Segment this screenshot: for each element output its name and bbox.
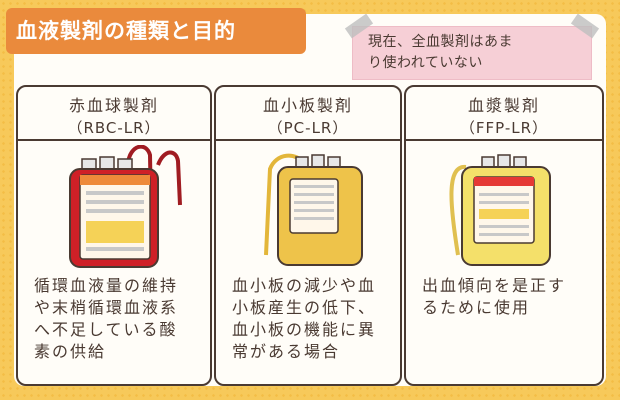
title-banner: 血液製剤の種類と目的 [6,8,306,54]
product-name: 赤血球製剤 [68,96,159,115]
platelet-bag-icon [264,153,363,266]
description-line: へ不足している酸 [34,320,178,339]
side-note: 現在、全血製剤はあま り使われていない [344,13,600,80]
description-line: 小板産生の低下、 [232,298,377,317]
card-header: 血小板製剤 （PC-LR） [216,87,400,141]
card-header: 血漿製剤 （FFP-LR） [406,87,602,141]
page-title: 血液製剤の種類と目的 [16,19,236,43]
card-rbc: 赤血球製剤 （RBC-LR） 循環血液量の維持 や末梢循環血液系 へ不足している… [16,85,212,386]
description-line: 循環血液量の維持 [34,276,179,295]
plasma-bag-icon [449,154,551,266]
card-description: 出血傾向を是正す るために使用 [422,275,594,319]
red-blood-cell-bag-icon [69,145,182,268]
card-description: 血小板の減少や血 小板産生の低下、 血小板の機能に異 常がある場合 [232,275,392,363]
product-name: 血漿製剤 [467,96,540,115]
product-code: （PC-LR） [267,119,349,137]
note-line: り使われていない [368,55,483,71]
description-line: 血小板の機能に異 [232,320,377,339]
product-code: （FFP-LR） [459,119,549,137]
card-ffp: 血漿製剤 （FFP-LR） 出血傾向を是正す るために使用 [404,85,604,386]
card-description: 循環血液量の維持 や末梢循環血液系 へ不足している酸 素の供給 [34,275,202,363]
description-line: るために使用 [422,298,531,317]
card-pc: 血小板製剤 （PC-LR） 血小板の減少や血 小板産生の低下、 血小板の機能に異… [214,85,402,386]
note-text: 現在、全血製剤はあま り使われていない [368,32,583,74]
card-header: 赤血球製剤 （RBC-LR） [18,87,210,141]
product-code: （RBC-LR） [67,119,161,137]
description-line: 出血傾向を是正す [422,276,567,295]
description-line: 素の供給 [34,342,107,361]
description-line: 血小板の減少や血 [232,276,377,295]
note-line: 現在、全血製剤はあま [368,34,513,50]
product-name: 血小板製剤 [262,96,353,115]
description-line: 常がある場合 [232,342,341,361]
description-line: や末梢循環血液系 [34,298,179,317]
